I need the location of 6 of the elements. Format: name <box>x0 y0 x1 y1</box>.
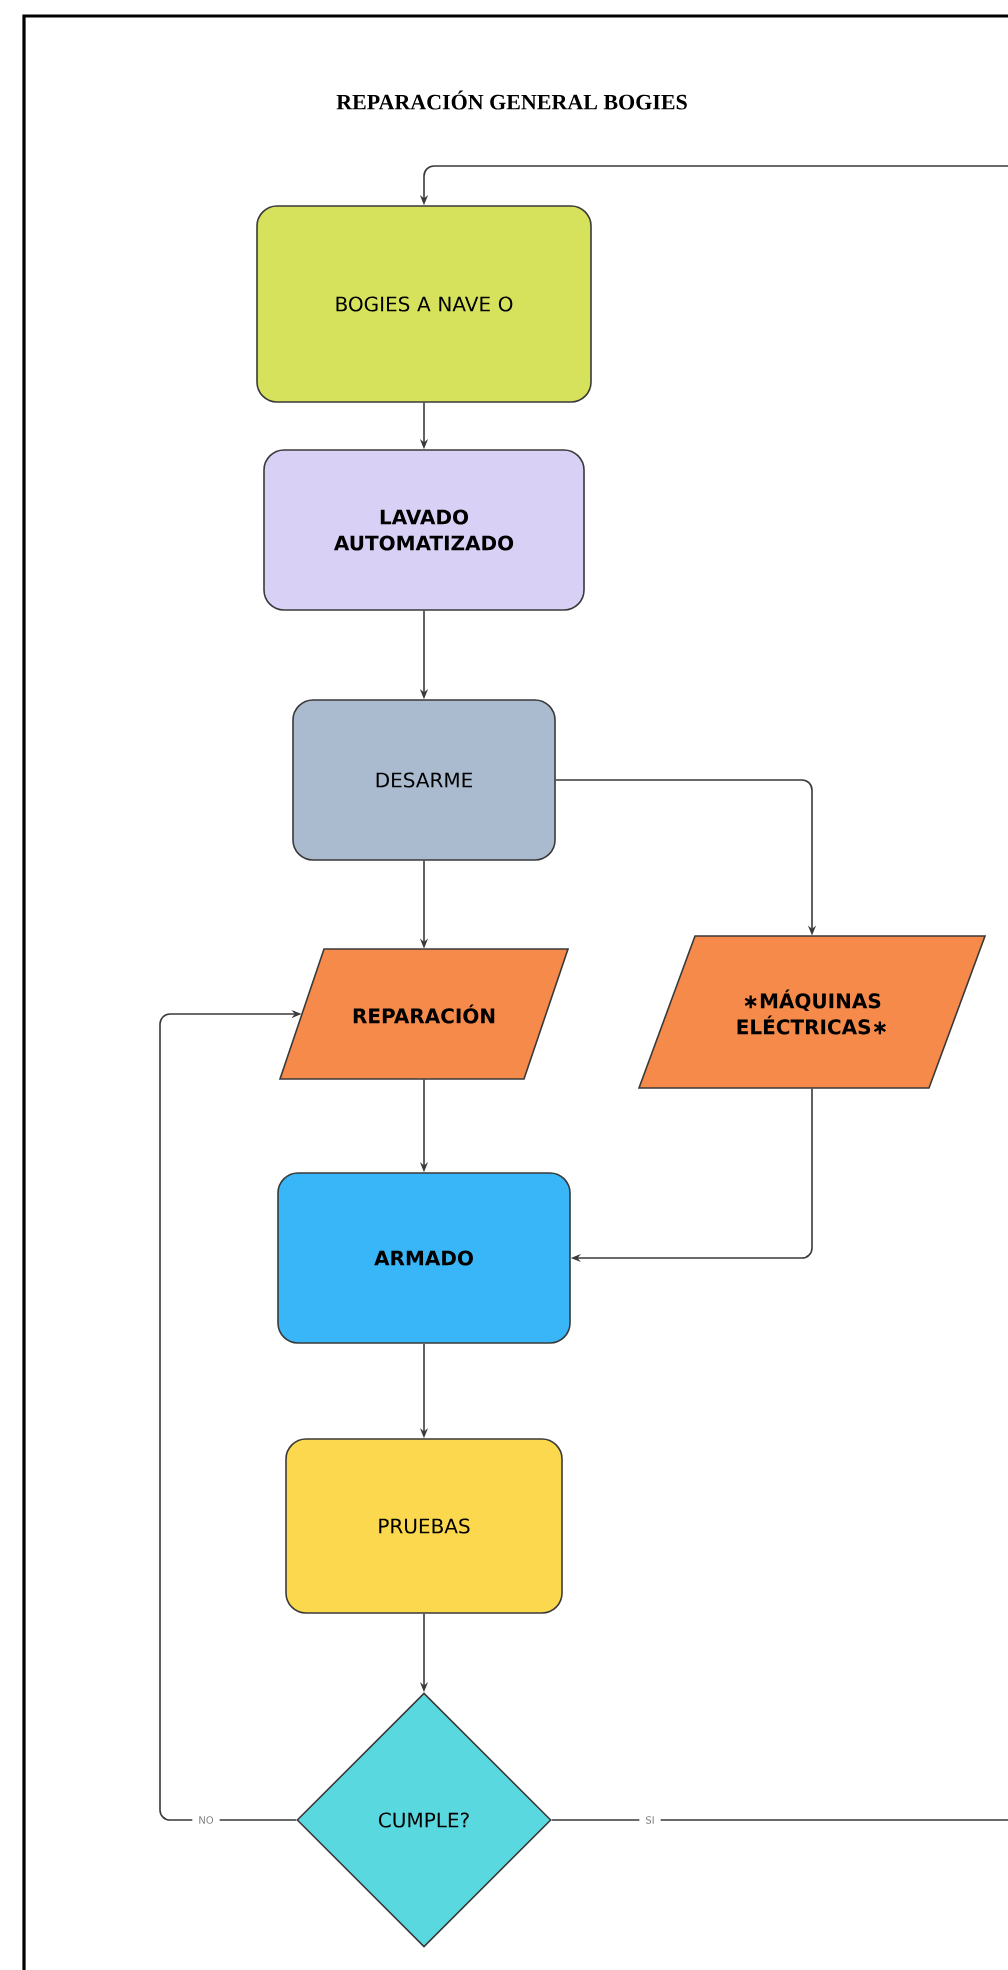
process-box: PRUEBAS <box>285 1438 563 1614</box>
title: REPARACIÓN GENERAL BOGIES <box>336 90 687 110</box>
process-box: BOGIES A NAVE O <box>256 205 592 403</box>
process-box: LAVADO AUTOMATIZADO <box>263 449 585 611</box>
process-box: ARMADO <box>277 1172 571 1344</box>
process-box: DESARME <box>292 699 556 861</box>
